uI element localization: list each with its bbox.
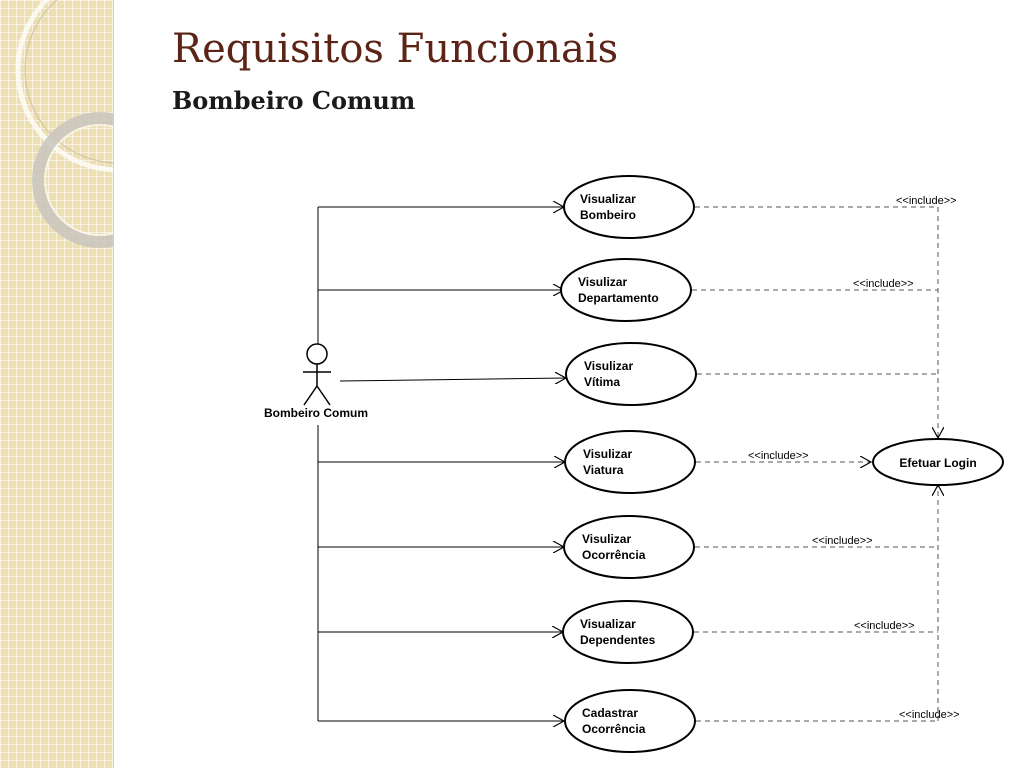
use-case-ellipse[interactable] xyxy=(563,175,695,239)
include-stereotype: <<include>> xyxy=(812,535,873,547)
use-case-row: Visulizar Departamento <<include>> xyxy=(318,258,938,322)
use-case-label: Dependentes xyxy=(580,633,656,647)
use-case-row: Cadastrar Ocorrência <<include>> xyxy=(318,689,960,753)
use-case-ellipse[interactable] xyxy=(564,689,696,753)
association-line xyxy=(339,378,566,381)
use-case-label: Visulizar xyxy=(583,447,632,461)
include-stereotype: <<include>> xyxy=(899,709,960,721)
include-stereotype: <<include>> xyxy=(854,620,915,632)
use-case-label: Ocorrência xyxy=(582,722,646,736)
use-case-row: Visualizar Bombeiro <<include>> xyxy=(318,175,957,239)
efetuar-login-label: Efetuar Login xyxy=(899,456,976,470)
page-title: Requisitos Funcionais xyxy=(172,26,619,72)
use-case-ellipse[interactable] xyxy=(565,342,697,406)
use-case-row: Visualizar Dependentes <<include>> xyxy=(318,600,938,664)
page-subtitle: Bombeiro Comum xyxy=(172,86,416,115)
include-stereotype: <<include>> xyxy=(748,450,809,462)
use-case-label: Bombeiro xyxy=(580,208,636,222)
use-case-ellipse[interactable] xyxy=(560,258,692,322)
decorative-side-band xyxy=(0,0,221,768)
use-case-row: Visulizar Vítima xyxy=(339,342,938,406)
use-case-ellipse[interactable] xyxy=(562,600,694,664)
use-case-label: Departamento xyxy=(578,291,659,305)
use-case-row: Visulizar Ocorrência <<include>> xyxy=(318,515,938,579)
use-case-label: Viatura xyxy=(583,463,624,477)
use-case-ellipse[interactable] xyxy=(563,515,695,579)
include-stereotype: <<include>> xyxy=(853,278,914,290)
use-case-label: Vítima xyxy=(584,375,620,389)
use-case-label: Visualizar xyxy=(580,192,636,206)
use-case-label: Visulizar xyxy=(578,275,627,289)
use-case-row: Visulizar Viatura <<include>> xyxy=(318,430,871,494)
include-stereotype: <<include>> xyxy=(896,195,957,207)
target-use-case: Efetuar Login xyxy=(872,438,1004,486)
use-case-label: Visulizar xyxy=(584,359,633,373)
use-case-label: Visualizar xyxy=(580,617,636,631)
actor-label: Bombeiro Comum xyxy=(264,406,368,420)
use-case-label: Cadastrar xyxy=(582,706,638,720)
use-case-label: Visulizar xyxy=(582,532,631,546)
actor-icon xyxy=(303,343,331,406)
use-case-ellipse[interactable] xyxy=(564,430,696,494)
efetuar-login-ellipse[interactable] xyxy=(872,438,1004,486)
use-case-label: Ocorrência xyxy=(582,548,646,562)
